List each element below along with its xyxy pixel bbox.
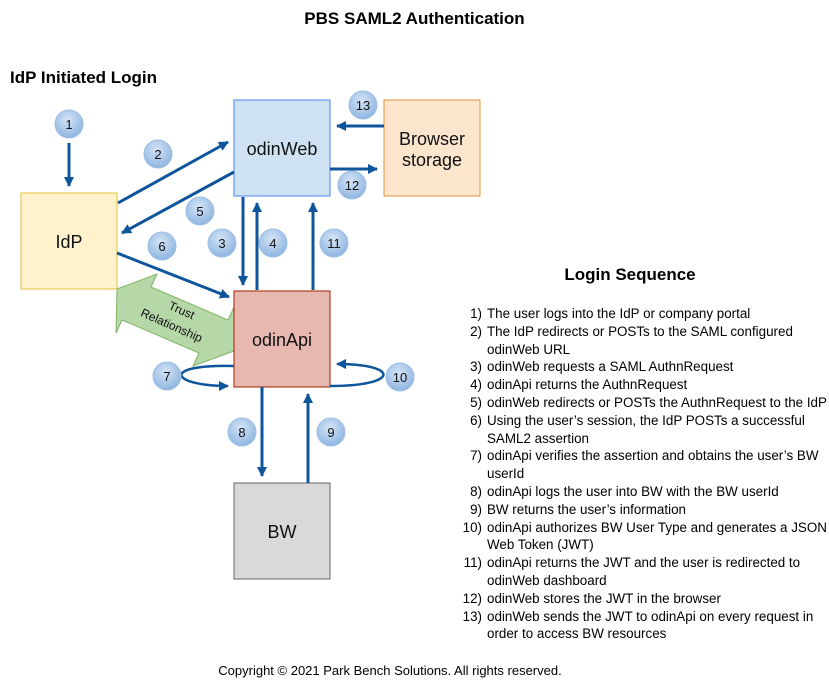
- badge-13: 13: [348, 90, 378, 120]
- node-odinapi-label: odinApi: [252, 330, 312, 350]
- badge-8: 8: [227, 417, 257, 447]
- node-idp-label: IdP: [55, 232, 82, 252]
- arrow-5: [121, 170, 235, 235]
- svg-text:11: 11: [327, 236, 341, 251]
- node-odinweb-label: odinWeb: [247, 139, 318, 159]
- node-bw: BW: [233, 482, 331, 580]
- badge-9: 9: [316, 417, 346, 447]
- sequence-step: 11)odinApi returns the JWT and the user …: [463, 555, 801, 588]
- trust-relationship-arrow: Trust Relationship: [115, 273, 235, 367]
- arrow-10-loop: [329, 359, 385, 388]
- sequence-step: 2)The IdP redirects or POSTs to the SAML…: [470, 323, 793, 357]
- badge-5: 5: [185, 196, 215, 226]
- node-bw-label: BW: [268, 522, 297, 542]
- svg-text:9: 9: [327, 425, 334, 440]
- svg-text:8: 8: [238, 425, 245, 440]
- sequence-step: 1)The user logs into the IdP or company …: [470, 306, 751, 321]
- sequence-title: Login Sequence: [564, 265, 696, 284]
- node-odinweb: odinWeb: [233, 99, 331, 197]
- copyright-footer: Copyright © 2021 Park Bench Solutions. A…: [218, 663, 562, 678]
- page-title: PBS SAML2 Authentication: [304, 9, 525, 28]
- node-browser-label-line1: Browser: [399, 129, 465, 149]
- arrow-6: [116, 251, 230, 299]
- badge-3: 3: [207, 228, 237, 258]
- svg-text:7: 7: [163, 369, 170, 384]
- arrow-7-loop: [180, 364, 235, 391]
- sequence-step: 12)odinWeb stores the JWT in the browser: [462, 590, 721, 606]
- badge-7: 7: [152, 361, 182, 391]
- badge-12: 12: [337, 170, 367, 200]
- sequence-step: 13)odinWeb sends the JWT to odinApi on e…: [462, 608, 814, 642]
- sequence-step: 10)odinApi authorizes BW User Type and g…: [462, 519, 827, 553]
- node-browser-storage: Browser storage: [383, 99, 481, 197]
- sequence-step: 9)BW returns the user’s information: [470, 501, 686, 517]
- svg-text:12: 12: [345, 178, 359, 193]
- sequence-step: 6)Using the user’s session, the IdP POST…: [470, 412, 805, 446]
- sequence-list: 1)The user logs into the IdP or company …: [448, 305, 828, 643]
- svg-text:3: 3: [218, 236, 225, 251]
- svg-text:2: 2: [154, 147, 161, 162]
- badge-4: 4: [258, 228, 288, 258]
- arrow-2: [117, 140, 229, 205]
- svg-text:5: 5: [196, 204, 203, 219]
- step-badges: 1 2 3 4 5 6 7 8 9 10 11 12 13: [54, 90, 415, 447]
- svg-text:6: 6: [158, 239, 165, 254]
- sequence-step: 7)odinApi verifies the assertion and obt…: [470, 448, 819, 482]
- sequence-step: 4)odinApi returns the AuthnRequest: [470, 377, 688, 393]
- badge-2: 2: [143, 139, 173, 169]
- svg-text:4: 4: [269, 236, 276, 251]
- sequence-step: 5)odinWeb redirects or POSTs the AuthnRe…: [470, 394, 827, 410]
- svg-text:10: 10: [393, 370, 407, 385]
- badge-6: 6: [147, 231, 177, 261]
- badge-1: 1: [54, 109, 84, 139]
- diagram-subtitle: IdP Initiated Login: [10, 68, 158, 87]
- badge-11: 11: [319, 228, 349, 258]
- svg-text:1: 1: [65, 117, 72, 132]
- sequence-step: 3)odinWeb requests a SAML AuthnRequest: [470, 359, 734, 375]
- node-browser-label-line2: storage: [402, 150, 462, 170]
- badge-10: 10: [385, 362, 415, 392]
- node-idp: IdP: [20, 192, 118, 290]
- svg-text:13: 13: [356, 98, 370, 113]
- node-odinapi: odinApi: [233, 290, 331, 388]
- sequence-step: 8)odinApi logs the user into BW with the…: [470, 483, 779, 499]
